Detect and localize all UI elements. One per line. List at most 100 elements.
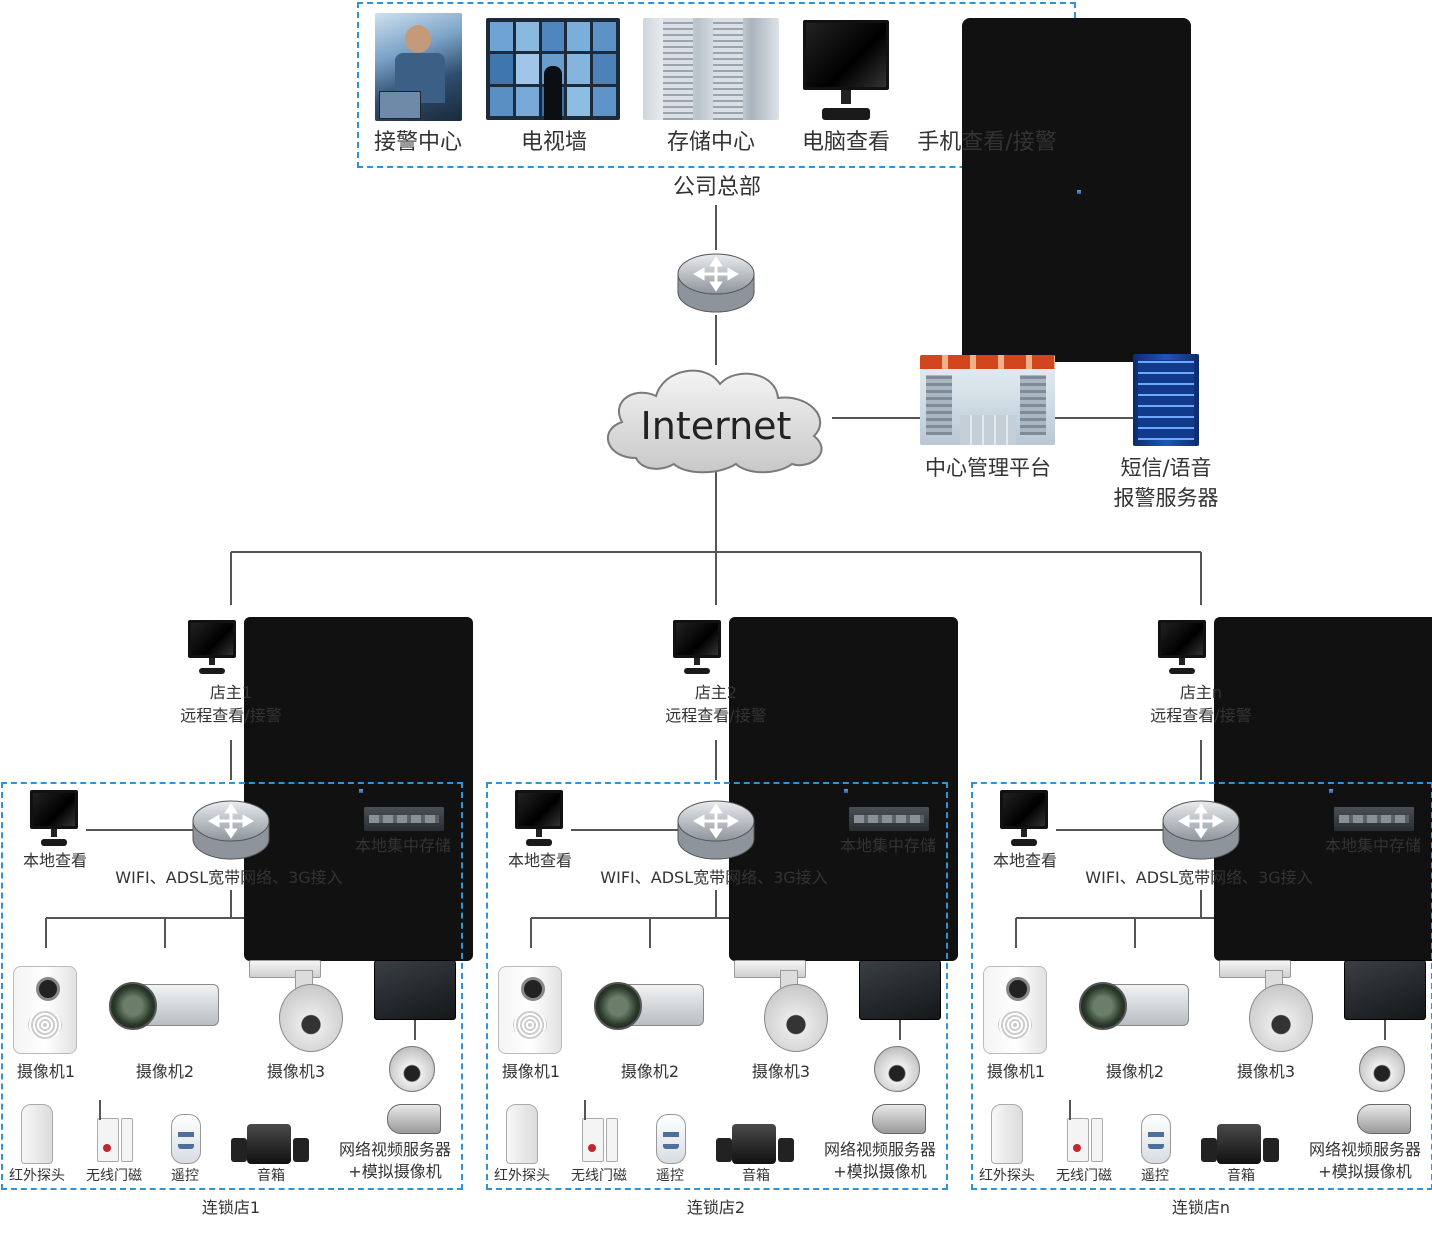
owner-label-line2: 远程查看/接警 xyxy=(1150,706,1252,725)
speaker-icon xyxy=(1199,1124,1283,1164)
storage-device-icon xyxy=(848,806,930,832)
monitor-icon xyxy=(673,620,721,674)
video-server-label-line2: +模拟摄像机 xyxy=(1318,1162,1412,1181)
phone-icon xyxy=(244,617,474,961)
owner-label-line1: 店主1 xyxy=(209,683,253,702)
speaker-icon xyxy=(229,1124,313,1164)
camera-label-3: 摄像机3 xyxy=(751,1062,811,1081)
video-server-label-line1: 网络视频服务器 xyxy=(338,1140,452,1159)
local-storage-label: 本地集中存储 xyxy=(1324,836,1422,855)
storage-device-icon xyxy=(363,806,445,832)
owner-label-line1: 店主n xyxy=(1179,683,1223,702)
speed-dome-camera-icon xyxy=(1219,960,1315,1052)
video-server-label-line1: 网络视频服务器 xyxy=(1308,1140,1422,1159)
video-server-icon xyxy=(374,960,456,1020)
owner-label-line2: 远程查看/接警 xyxy=(180,706,282,725)
video-server-icon xyxy=(1344,960,1426,1020)
analog-bullet-camera-icon xyxy=(387,1104,441,1134)
infrared-sensor-label: 红外探头 xyxy=(979,1168,1035,1184)
access-label: WIFI、ADSL宽带网络、3G接入 xyxy=(115,868,343,887)
indoor-camera-icon xyxy=(983,966,1047,1054)
camera-label-1: 摄像机1 xyxy=(986,1062,1046,1081)
monitor-icon xyxy=(1158,620,1206,674)
video-wall-photo xyxy=(486,18,620,120)
infrared-sensor-icon xyxy=(21,1104,53,1164)
door-sensor-label: 无线门磁 xyxy=(86,1168,142,1184)
local-storage-label: 本地集中存储 xyxy=(839,836,937,855)
video-server-label-line2: +模拟摄像机 xyxy=(833,1162,927,1181)
speaker-label: 音箱 xyxy=(257,1168,285,1184)
owner-label-line2: 远程查看/接警 xyxy=(665,706,767,725)
remote-control-icon xyxy=(656,1114,686,1164)
access-label: WIFI、ADSL宽带网络、3G接入 xyxy=(600,868,828,887)
hq-label-video-wall: 电视墙 xyxy=(520,130,588,155)
owner-label-line1: 店主2 xyxy=(694,683,738,702)
remote-control-icon xyxy=(1141,1114,1171,1164)
monitor-icon xyxy=(188,620,236,674)
router-icon xyxy=(1161,797,1241,863)
router-icon xyxy=(191,797,271,863)
phone-icon xyxy=(962,18,1192,362)
analog-bullet-camera-icon xyxy=(1357,1104,1411,1134)
store-caption: 连锁店n xyxy=(1171,1198,1231,1217)
camera-label-1: 摄像机1 xyxy=(501,1062,561,1081)
sms-server-label-line1: 短信/语音 xyxy=(1120,456,1212,480)
infrared-sensor-label: 红外探头 xyxy=(494,1168,550,1184)
bullet-camera-icon xyxy=(594,978,704,1038)
access-label: WIFI、ADSL宽带网络、3G接入 xyxy=(1085,868,1313,887)
phone-icon xyxy=(1214,617,1432,961)
sms-server-label-line2: 报警服务器 xyxy=(1113,486,1219,510)
hq-label-alarm-center: 接警中心 xyxy=(373,130,463,155)
analog-bullet-camera-icon xyxy=(872,1104,926,1134)
local-view-label: 本地查看 xyxy=(992,851,1058,870)
hq-label-storage-center: 存储中心 xyxy=(666,130,756,155)
headquarters-caption: 公司总部 xyxy=(672,175,762,200)
router-icon xyxy=(676,797,756,863)
speed-dome-camera-icon xyxy=(249,960,345,1052)
server-rack-icon xyxy=(1133,354,1199,446)
bullet-camera-icon xyxy=(109,978,219,1038)
camera-label-2: 摄像机2 xyxy=(1105,1062,1165,1081)
door-sensor-icon xyxy=(578,1100,618,1162)
video-server-label-line2: +模拟摄像机 xyxy=(348,1162,442,1181)
remote-control-label: 遥控 xyxy=(171,1168,199,1184)
speaker-label: 音箱 xyxy=(742,1168,770,1184)
hq-label-pc-view: 电脑查看 xyxy=(801,130,891,155)
camera-label-3: 摄像机3 xyxy=(266,1062,326,1081)
platform-label: 中心管理平台 xyxy=(925,456,1051,480)
monitor-icon xyxy=(30,790,78,846)
store-box xyxy=(1,782,463,1190)
phone-icon xyxy=(729,617,959,961)
internet-cloud-icon xyxy=(606,369,823,474)
camera-label-3: 摄像机3 xyxy=(1236,1062,1296,1081)
store-box xyxy=(486,782,948,1190)
door-sensor-label: 无线门磁 xyxy=(1056,1168,1112,1184)
indoor-camera-icon xyxy=(498,966,562,1054)
store-caption: 连锁店1 xyxy=(201,1198,261,1217)
alarm-center-photo xyxy=(375,13,462,121)
storage-device-icon xyxy=(1333,806,1415,832)
data-center-photo xyxy=(920,355,1055,445)
camera-label-2: 摄像机2 xyxy=(620,1062,680,1081)
bullet-camera-icon xyxy=(1079,978,1189,1038)
local-storage-label: 本地集中存储 xyxy=(354,836,452,855)
storage-rack-photo xyxy=(643,18,779,120)
door-sensor-icon xyxy=(1063,1100,1103,1162)
camera-label-2: 摄像机2 xyxy=(135,1062,195,1081)
remote-control-label: 遥控 xyxy=(656,1168,684,1184)
indoor-camera-icon xyxy=(13,966,77,1054)
camera-label-1: 摄像机1 xyxy=(16,1062,76,1081)
video-server-icon xyxy=(859,960,941,1020)
analog-dome-camera-icon xyxy=(1359,1046,1405,1092)
monitor-icon xyxy=(803,20,889,120)
infrared-sensor-icon xyxy=(506,1104,538,1164)
remote-control-label: 遥控 xyxy=(1141,1168,1169,1184)
local-view-label: 本地查看 xyxy=(22,851,88,870)
speed-dome-camera-icon xyxy=(734,960,830,1052)
speaker-icon xyxy=(714,1124,798,1164)
door-sensor-label: 无线门磁 xyxy=(571,1168,627,1184)
store-caption: 连锁店2 xyxy=(686,1198,746,1217)
router-icon xyxy=(677,253,755,313)
video-server-label-line1: 网络视频服务器 xyxy=(823,1140,937,1159)
door-sensor-icon xyxy=(93,1100,133,1162)
